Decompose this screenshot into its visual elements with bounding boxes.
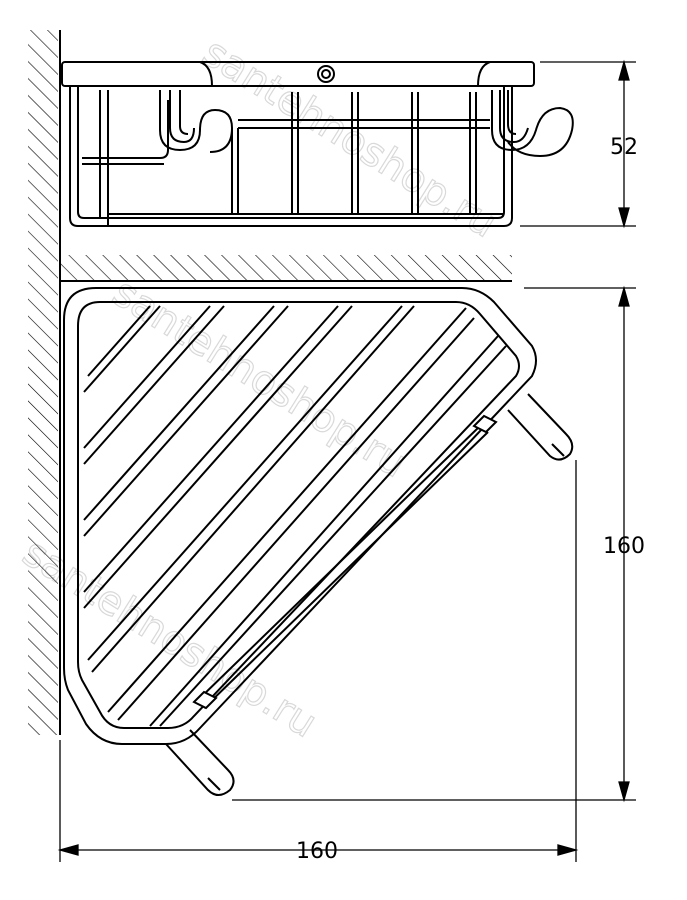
- dimension-depth-label: 160: [603, 534, 645, 559]
- dimension-width-label: 160: [296, 839, 338, 864]
- front-view: [61, 61, 574, 227]
- dimension-width: 160: [57, 460, 579, 864]
- dimension-height: 52: [520, 59, 638, 229]
- dimension-depth: 160: [232, 285, 645, 803]
- top-view: [63, 287, 574, 796]
- wall-hatching: [28, 30, 512, 735]
- dimension-height-label: 52: [610, 135, 638, 160]
